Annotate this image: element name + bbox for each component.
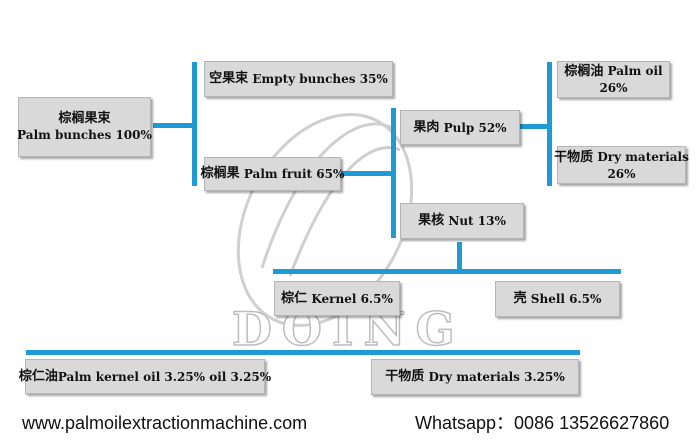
node-nut-en: Nut 13% (448, 214, 506, 228)
node-dry-materials-pulp-pct: 26% (607, 166, 636, 181)
connector-root-right (153, 123, 193, 128)
node-kernel: 棕仁 Kernel 6.5% (274, 281, 400, 316)
node-palm-bunches-en: Palm bunches 100% (17, 128, 152, 142)
node-empty-bunches-zh: 空果束 (209, 71, 249, 86)
connector-root-vertical (192, 62, 197, 186)
node-empty-bunches: 空果束 Empty bunches 35% (204, 61, 393, 97)
connector-nut-horizontal (273, 269, 621, 274)
node-nut: 果核 Nut 13% (400, 203, 524, 239)
node-palm-kernel-oil: 棕仁油 Palm kernel oil 3.25% oil 3.25% (19, 359, 271, 394)
node-dry-materials-kernel-en: Dry materials 3.25% (428, 370, 565, 384)
node-palm-oil-zh: 棕榈油 (564, 64, 604, 79)
connector-fruit-right (340, 171, 392, 176)
node-nut-zh: 果核 (418, 213, 445, 228)
node-shell: 壳 Shell 6.5% (495, 281, 620, 317)
node-dry-materials-pulp-zh: 干物质 (554, 149, 594, 165)
node-palm-fruit-en: Palm fruit 65% (243, 167, 345, 181)
node-palm-bunches-zh: 棕榈果束 (58, 111, 111, 126)
node-palm-bunches: 棕榈果束 Palm bunches 100% (17, 97, 152, 157)
node-dry-materials-pulp: 干物质 Dry materials 26% (554, 146, 689, 184)
node-kernel-en: Kernel 6.5% (311, 291, 393, 306)
node-palm-kernel-oil-zh: 棕仁油 (18, 368, 58, 384)
footer-website: www.palmoilextractionmachine.com (22, 413, 308, 433)
node-dry-materials-kernel-zh: 干物质 (385, 369, 425, 384)
node-palm-oil-pct: 26% (599, 81, 628, 95)
connector-pulp-right (520, 124, 548, 129)
connector-pulp-vertical (547, 62, 552, 186)
node-shell-zh: 壳 (513, 291, 527, 306)
node-shell-en: Shell 6.5% (530, 292, 602, 306)
node-palm-kernel-oil-en: Palm kernel oil 3.25% oil 3.25% (57, 369, 272, 384)
node-kernel-zh: 棕仁 (281, 290, 308, 306)
node-empty-bunches-en: Empty bunches 35% (252, 72, 388, 86)
connector-nut-down (457, 242, 462, 269)
node-palm-fruit-zh: 棕榈果 (200, 166, 240, 181)
connector-kernel-horizontal (26, 350, 580, 355)
node-dry-materials-pulp-en: Dry materials (597, 149, 689, 164)
node-pulp-zh: 果肉 (413, 119, 440, 135)
connector-fruit-vertical (391, 108, 396, 238)
node-palm-oil-en: Palm oil (607, 64, 663, 78)
node-dry-materials-kernel: 干物质 Dry materials 3.25% (371, 359, 579, 395)
node-palm-oil: 棕榈油 Palm oil 26% (557, 61, 670, 98)
node-pulp: 果肉 Pulp 52% (400, 110, 520, 145)
node-pulp-en: Pulp 52% (443, 120, 507, 135)
footer-whatsapp: Whatsapp：0086 13526627860 (415, 413, 670, 433)
node-palm-fruit: 棕榈果 Palm fruit 65% (200, 157, 344, 191)
